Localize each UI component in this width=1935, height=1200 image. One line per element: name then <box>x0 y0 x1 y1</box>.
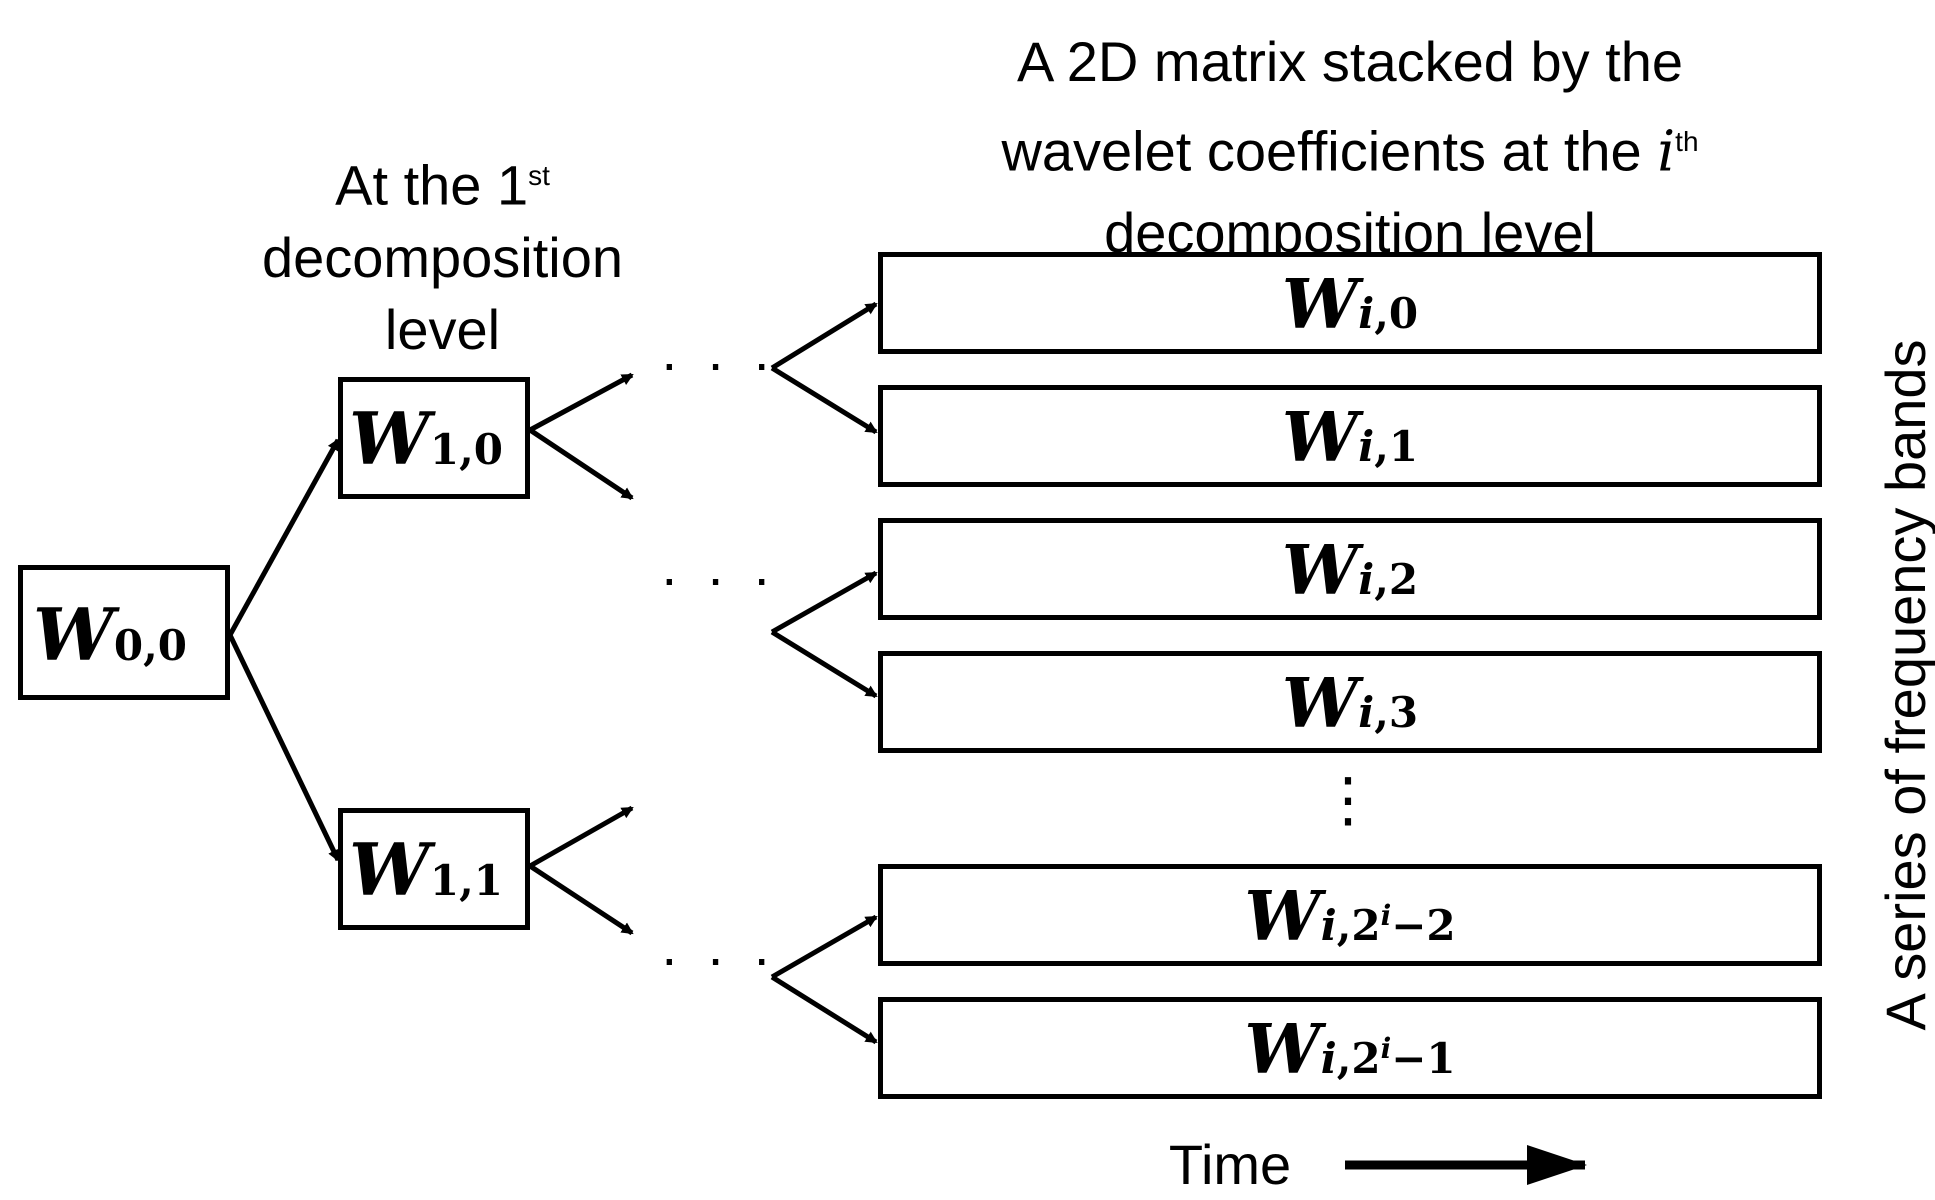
band-5: Wi,2i−1 <box>878 997 1822 1099</box>
band-3: Wi,3 <box>878 651 1822 753</box>
band-5-sub: ,2 <box>1336 1034 1381 1083</box>
matrix-i: i <box>1657 119 1676 185</box>
arrow-to-band3 <box>770 629 878 699</box>
band-3-sub-i: i <box>1358 688 1375 737</box>
ellipsis-bottom: · · · <box>660 926 778 989</box>
band-0-sub: ,0 <box>1374 289 1419 338</box>
band-4-sub: ,2 <box>1336 901 1381 950</box>
first-level-line3: level <box>384 297 501 361</box>
band-0-sub-i: i <box>1358 289 1375 338</box>
first-level-line1: At the 1 <box>335 153 529 217</box>
band-5-sup: i <box>1380 1032 1392 1065</box>
arrow-to-band0 <box>770 301 878 371</box>
node-w00-symbol: W <box>33 592 114 677</box>
time-label: Time <box>1168 1133 1292 1196</box>
first-level-title: At the 1st decomposition level <box>220 140 665 366</box>
ellipsis-middle: · · · <box>660 546 778 609</box>
band-5-tail: −1 <box>1391 1034 1456 1083</box>
band-2-symbol: W <box>1281 531 1359 611</box>
matrix-title: A 2D matrix stacked by the wavelet coeff… <box>880 22 1820 273</box>
matrix-line1: A 2D matrix stacked by the <box>1016 30 1684 93</box>
first-level-sup: st <box>528 160 550 191</box>
band-3-symbol: W <box>1281 664 1359 744</box>
node-w10-sub: 1,0 <box>429 425 503 474</box>
band-1: Wi,1 <box>878 385 1822 487</box>
arrow-w10-up <box>528 372 634 433</box>
band-1-sub-i: i <box>1358 422 1375 471</box>
arrow-to-band1 <box>770 365 878 435</box>
band-2: Wi,2 <box>878 518 1822 620</box>
vertical-ellipsis: ⋮ <box>1318 765 1378 835</box>
band-4-tail: −2 <box>1391 901 1456 950</box>
band-5-symbol: W <box>1244 1010 1321 1090</box>
band-0-symbol: W <box>1281 265 1359 345</box>
arrow-w11-down <box>528 863 634 936</box>
node-w11-sub: 1,1 <box>429 856 503 905</box>
arrow-w00-w10 <box>227 438 341 637</box>
arrow-w00-w11 <box>227 633 341 862</box>
node-w11: W1,1 <box>338 808 530 930</box>
band-5-sub-i: i <box>1320 1034 1337 1083</box>
band-0: Wi,0 <box>878 252 1822 354</box>
band-4-symbol: W <box>1244 877 1321 957</box>
frequency-bands-label: A series of frequency bands <box>1874 339 1935 1031</box>
arrow-to-band4 <box>770 914 878 980</box>
band-2-sub: ,2 <box>1374 555 1419 604</box>
band-1-sub: ,1 <box>1374 422 1419 471</box>
arrow-to-band5 <box>770 974 878 1045</box>
first-level-line2: decomposition <box>261 225 624 289</box>
band-4: Wi,2i−2 <box>878 864 1822 966</box>
node-w00-sub: 0,0 <box>113 621 187 670</box>
node-w11-symbol: W <box>349 827 430 912</box>
band-3-sub: ,3 <box>1374 688 1419 737</box>
band-1-symbol: W <box>1281 398 1359 478</box>
ellipsis-top: · · · <box>660 331 778 394</box>
matrix-line2: wavelet coefficients at the <box>1001 119 1658 183</box>
band-4-sup: i <box>1380 899 1392 932</box>
node-w10: W1,0 <box>338 377 530 499</box>
arrow-w10-down <box>528 427 634 501</box>
arrow-w11-up <box>528 805 634 869</box>
arrow-to-band2 <box>770 570 878 635</box>
matrix-sup: th <box>1675 126 1699 157</box>
band-4-sub-i: i <box>1320 901 1337 950</box>
band-2-sub-i: i <box>1358 555 1375 604</box>
node-w00: W0,0 <box>18 565 230 700</box>
node-w10-symbol: W <box>349 396 430 481</box>
